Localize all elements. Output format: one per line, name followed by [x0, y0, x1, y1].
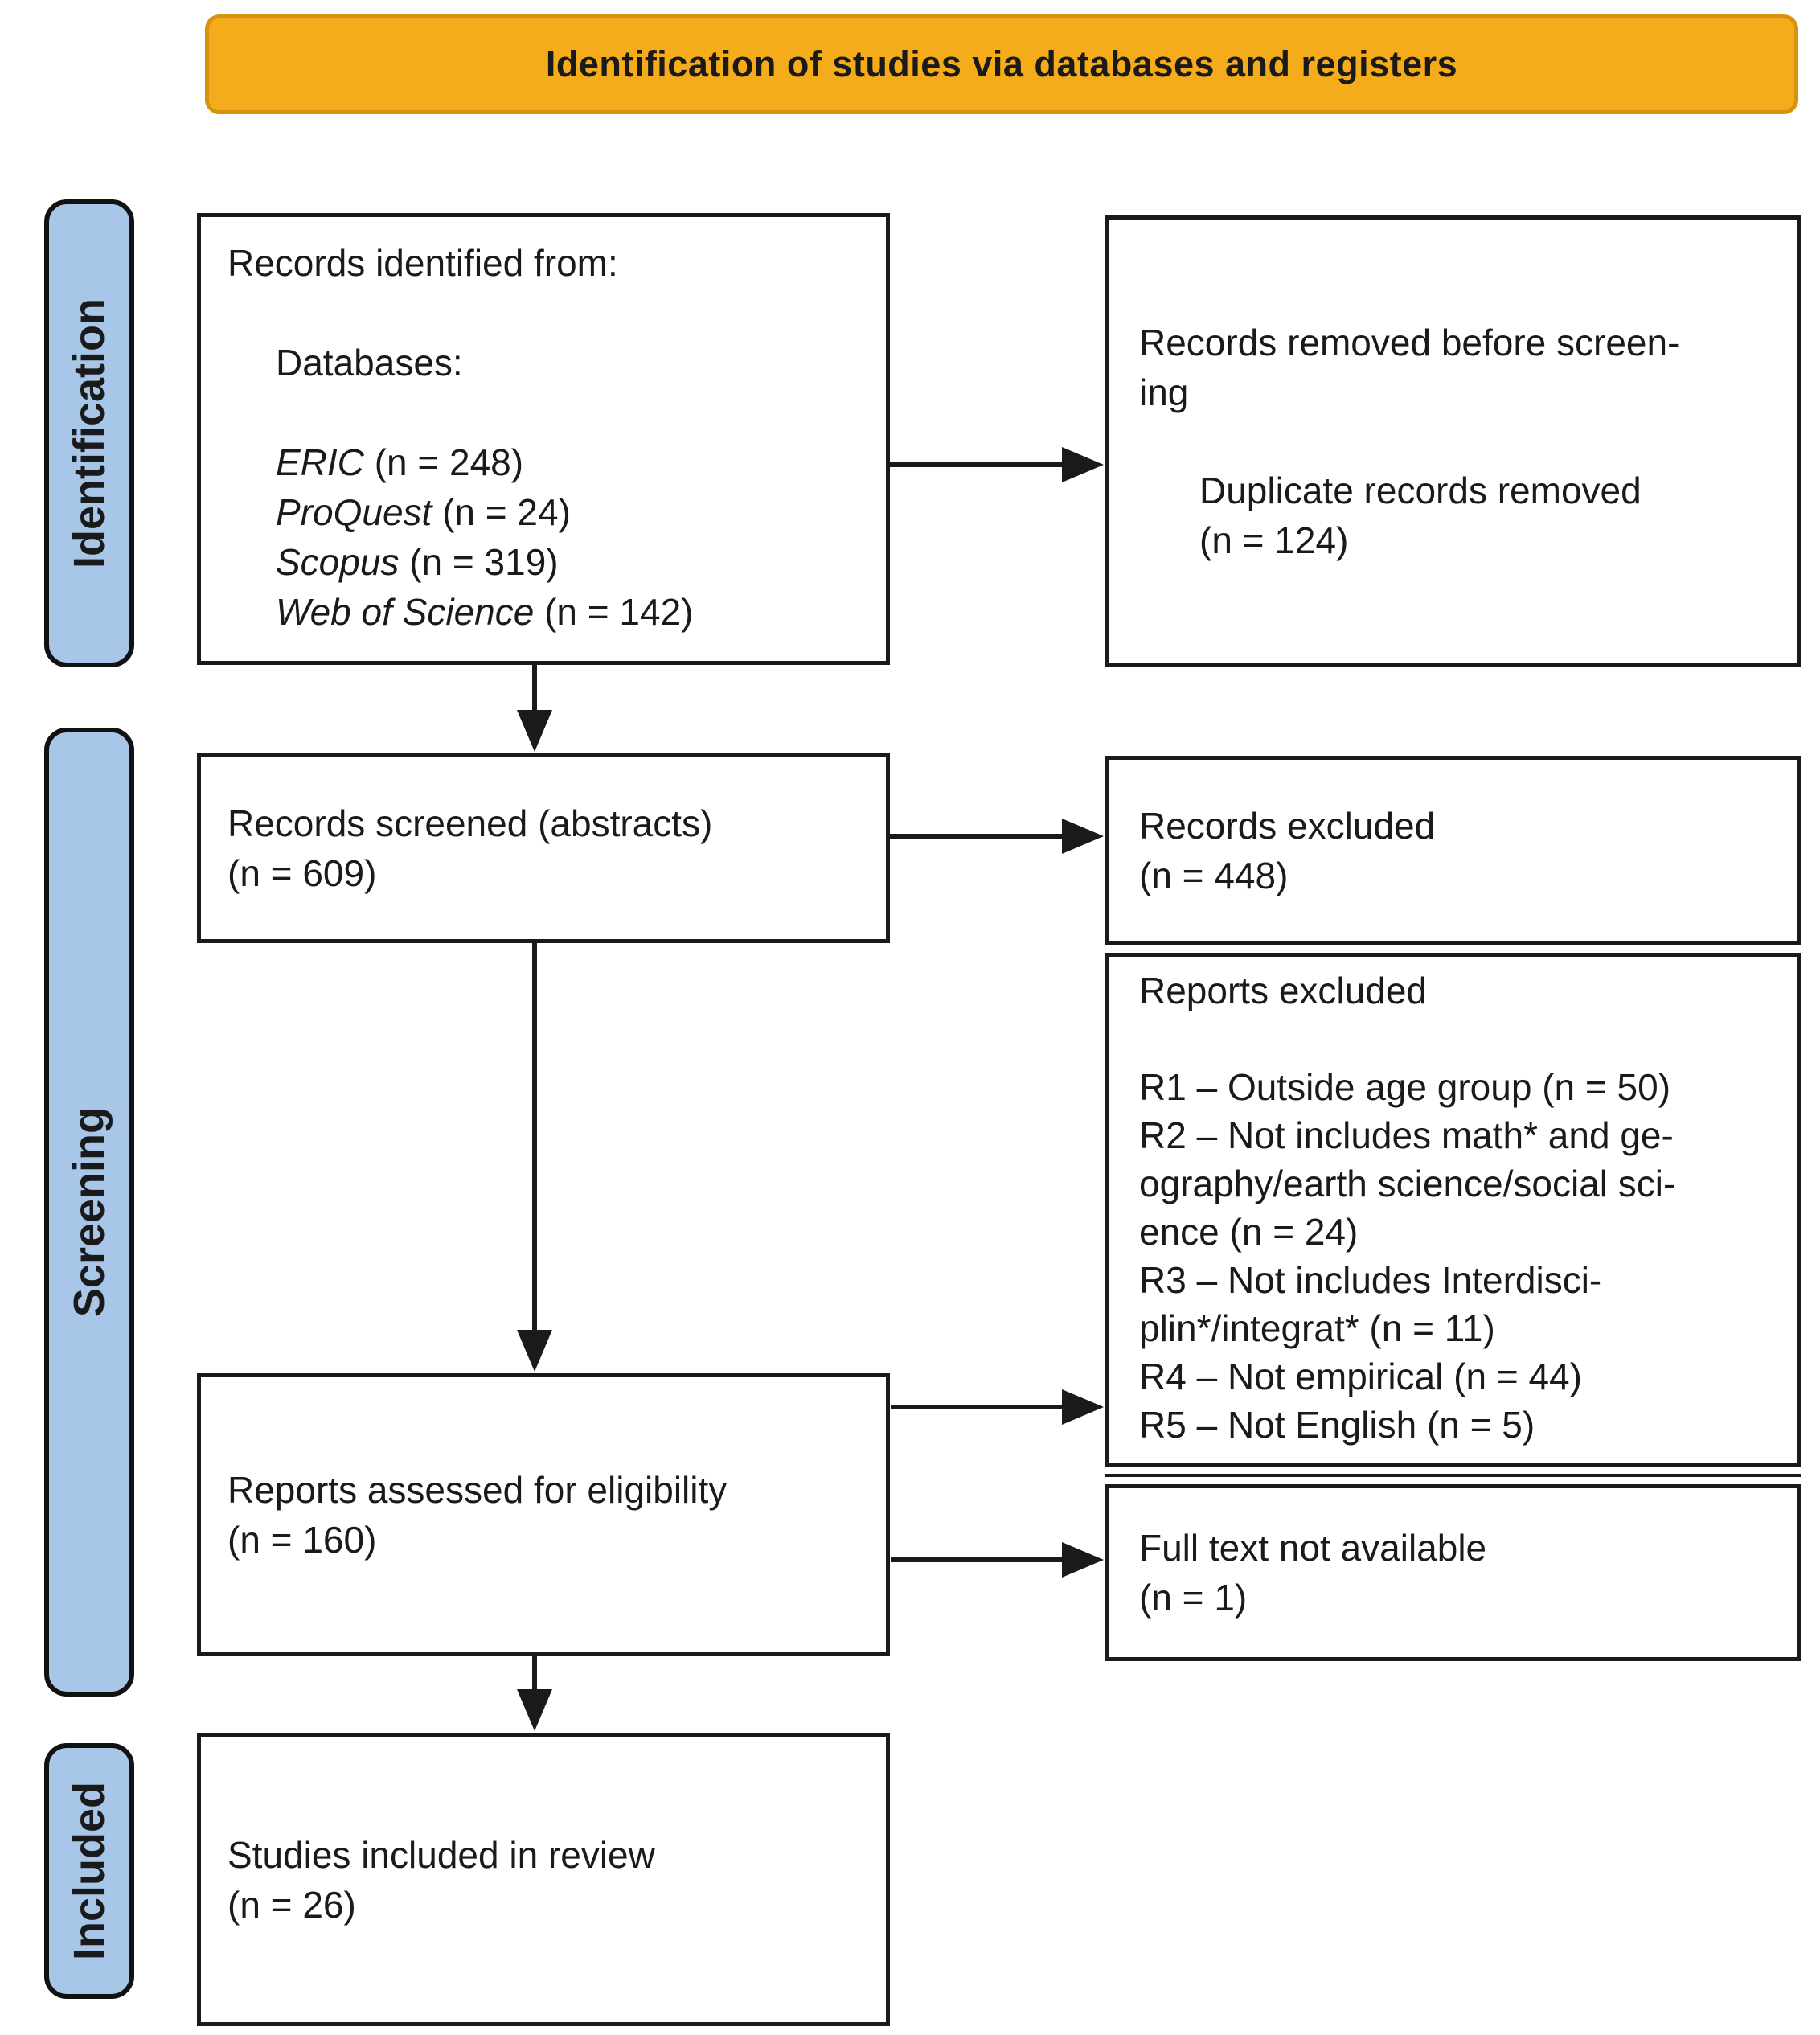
database-count: (n = 142): [544, 591, 694, 633]
box-reports-excluded: Reports excluded R1 – Outside age group …: [1105, 953, 1801, 1467]
arrowhead-down-icon: [517, 1330, 552, 1372]
stage-label-included-text: Included: [65, 1781, 113, 1960]
records-identified-databases-label: Databases:: [276, 342, 463, 384]
reports-excluded-title: Reports excluded: [1139, 970, 1427, 1011]
arrow-shaft: [532, 943, 537, 1333]
box-studies-included: Studies included in review (n = 26): [197, 1733, 890, 2026]
arrowhead-right-icon: [1062, 1389, 1104, 1425]
database-item: ProQuest (n = 24): [276, 487, 862, 537]
stage-label-included: Included: [44, 1743, 134, 1999]
arrow-right-assessed-to-reports-excluded: [891, 1389, 1104, 1425]
database-name: ProQuest: [276, 491, 432, 533]
arrow-shaft: [532, 1656, 537, 1692]
stage-label-identification-text: Identification: [65, 298, 113, 568]
arrowhead-down-icon: [517, 1689, 552, 1731]
records-removed-title: Records removed before screen- ing: [1139, 322, 1680, 413]
reports-excluded-reasons: R1 – Outside age group (n = 50) R2 – Not…: [1139, 1066, 1676, 1446]
stage-label-identification: Identification: [44, 199, 134, 667]
box-records-excluded: Records excluded (n = 448): [1105, 756, 1801, 945]
arrowhead-down-icon: [517, 710, 552, 752]
arrow-shaft: [891, 1405, 1065, 1409]
box-full-text-not-available: Full text not available (n = 1): [1105, 1484, 1801, 1661]
arrow-shaft: [532, 665, 537, 713]
stage-label-screening: Screening: [44, 728, 134, 1697]
arrow-shaft: [888, 834, 1065, 839]
database-item: ERIC (n = 248): [276, 437, 862, 487]
database-count: (n = 24): [442, 491, 571, 533]
database-count: (n = 319): [409, 541, 559, 583]
reports-assessed-text: Reports assessed for eligibility (n = 16…: [228, 1469, 728, 1561]
database-item: Web of Science (n = 142): [276, 587, 862, 637]
arrow-down-assessed-to-included: [517, 1656, 552, 1731]
arrow-right-screened-to-excluded: [888, 819, 1104, 854]
header-title: Identification of studies via databases …: [545, 43, 1458, 84]
arrow-right-assessed-to-full-text: [891, 1542, 1104, 1578]
arrow-down-screened-to-assessed: [517, 943, 552, 1372]
box-records-removed: Records removed before screen- ing Dupli…: [1105, 215, 1801, 667]
records-identified-intro: Records identified from:: [228, 242, 618, 284]
stage-label-screening-text: Screening: [65, 1106, 113, 1318]
database-list: ERIC (n = 248) ProQuest (n = 24) Scopus …: [276, 437, 862, 637]
divider-reports-fulltext: [1105, 1474, 1801, 1477]
database-name: ERIC: [276, 441, 364, 483]
database-item: Scopus (n = 319): [276, 537, 862, 587]
box-records-identified: Records identified from: Databases: ERIC…: [197, 213, 890, 665]
records-screened-text: Records screened (abstracts) (n = 609): [228, 802, 713, 894]
database-name: Scopus: [276, 541, 400, 583]
arrow-shaft: [888, 462, 1065, 467]
arrow-shaft: [891, 1557, 1065, 1562]
records-removed-detail: Duplicate records removed (n = 124): [1199, 470, 1642, 561]
arrow-down-identified-to-screened: [517, 665, 552, 752]
arrowhead-right-icon: [1062, 819, 1104, 854]
box-reports-assessed: Reports assessed for eligibility (n = 16…: [197, 1373, 890, 1656]
arrow-right-identified-to-removed: [888, 447, 1104, 482]
database-name: Web of Science: [276, 591, 535, 633]
box-records-screened: Records screened (abstracts) (n = 609): [197, 753, 890, 943]
full-text-text: Full text not available (n = 1): [1139, 1527, 1487, 1619]
records-excluded-text: Records excluded (n = 448): [1139, 804, 1436, 896]
database-count: (n = 248): [374, 441, 524, 483]
arrowhead-right-icon: [1062, 447, 1104, 482]
header-banner: Identification of studies via databases …: [205, 14, 1798, 114]
studies-included-text: Studies included in review (n = 26): [228, 1833, 655, 1926]
arrowhead-right-icon: [1062, 1542, 1104, 1578]
